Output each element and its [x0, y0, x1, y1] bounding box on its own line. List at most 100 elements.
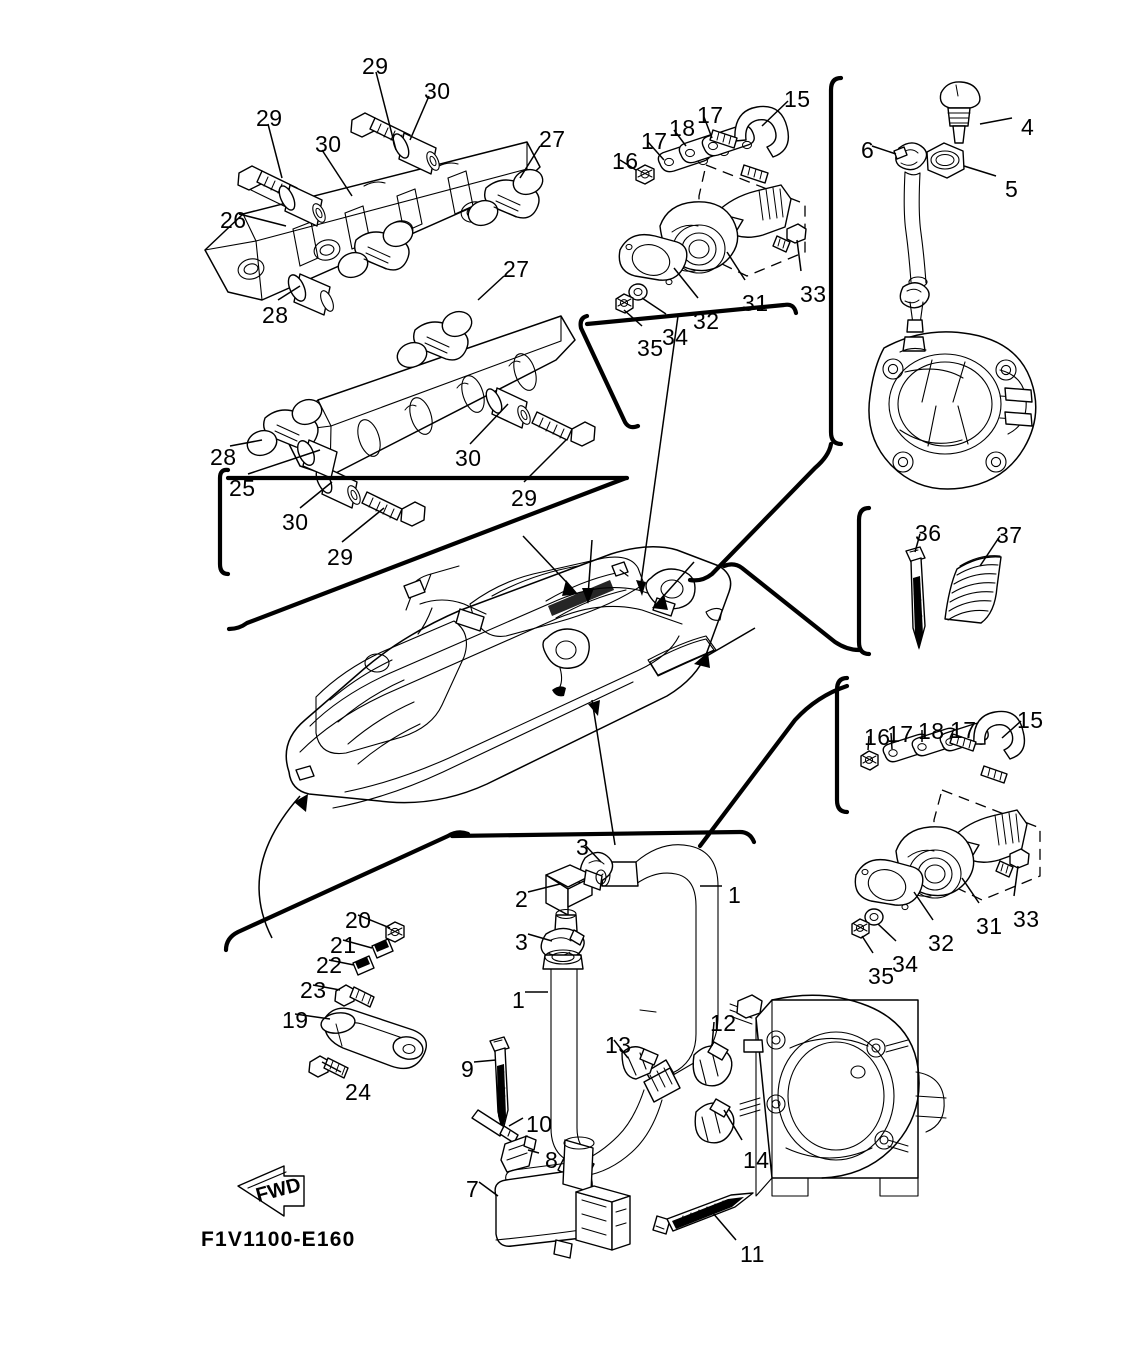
diagram-code: F1V1100-E160: [201, 1228, 356, 1251]
damper-link-27a: [467, 168, 544, 227]
callout-number: 28: [210, 444, 237, 470]
callout-number: 17: [887, 721, 914, 747]
callout-number: 3: [515, 929, 529, 955]
callout-number: 12: [710, 1010, 737, 1036]
callout-number: 7: [466, 1176, 480, 1202]
rubber-stopper-28b: [297, 439, 338, 479]
callout-number: 20: [345, 907, 372, 933]
cable-tie-11: [652, 1192, 754, 1235]
callout-number: 22: [316, 952, 343, 978]
tie-and-pad-group: [856, 505, 1002, 657]
callout-number: 1: [728, 882, 742, 908]
nut-35b: [851, 918, 870, 939]
callout-number: 34: [892, 951, 919, 977]
elbow-joint-2: [545, 864, 607, 932]
callout-number: 33: [1013, 906, 1040, 932]
callout-number: 24: [345, 1079, 372, 1105]
callout-number: 17: [950, 717, 977, 743]
damper-link-27b: [337, 220, 414, 279]
hose-clamp-13: [621, 1046, 659, 1080]
u-bolt-15b: [949, 710, 1026, 784]
damper-link-27c: [246, 398, 323, 457]
hex-nut-5: [926, 142, 965, 179]
callout-number: 36: [915, 520, 942, 546]
callout-number: 32: [928, 930, 955, 956]
callout-number: 31: [976, 913, 1003, 939]
nut-35: [615, 293, 634, 314]
ball-stud-4: [939, 81, 981, 144]
spring-pin-21: [371, 938, 394, 959]
callout-number: 29: [511, 485, 538, 511]
cable-joint-assembly-upper: [615, 105, 807, 314]
callout-number: 16: [864, 724, 891, 750]
callout-number: 5: [1005, 176, 1019, 202]
watercraft-illustration: [285, 546, 732, 809]
callout-number: 19: [282, 1007, 309, 1033]
hose-clamp-3b: [540, 927, 585, 961]
callout-number: 18: [918, 718, 945, 744]
bushing-22: [352, 955, 375, 976]
callout-number: 2: [515, 886, 529, 912]
lock-nut-16b: [860, 750, 879, 771]
callout-number: 30: [424, 78, 451, 104]
bolt-29c: [531, 411, 596, 447]
cable-tie-36: [905, 546, 926, 650]
callout-number: 11: [740, 1241, 765, 1267]
group-connector-lines: [217, 302, 862, 953]
pump-housing-upper: [868, 331, 1037, 490]
callout-leader-lines: [229, 71, 1022, 1241]
callout-number: 14: [743, 1147, 770, 1173]
callout-number: 9: [461, 1056, 475, 1082]
pump-housing-lower: [729, 994, 947, 1197]
collar-30a: [278, 184, 326, 227]
screw-33: [772, 223, 807, 253]
bolt-24: [308, 1055, 349, 1079]
collar-30b: [392, 132, 440, 175]
hose-clamp-14: [694, 1098, 735, 1144]
callout-number: 13: [605, 1032, 632, 1058]
gasket-32: [618, 233, 688, 286]
callout-number: 17: [697, 102, 724, 128]
hook-bracket-19: [320, 1007, 427, 1070]
electric-bilge-pump-7: [494, 1136, 631, 1259]
cable-tie-9: [489, 1036, 510, 1131]
callout-number: 35: [868, 963, 895, 989]
washer-34: [628, 283, 648, 301]
callout-number: 23: [300, 977, 327, 1003]
callout-number: 30: [455, 445, 482, 471]
callout-number: 34: [662, 324, 689, 350]
guide-rail-upper-assembly: [204, 112, 544, 316]
callout-number: 32: [693, 308, 720, 334]
jet-pump-group-upper: [828, 75, 1037, 490]
callout-number: 30: [315, 131, 342, 157]
callout-number: 27: [503, 256, 530, 282]
damper-link-27d: [396, 310, 473, 369]
callout-number: 30: [282, 509, 309, 535]
callout-number: 6: [861, 137, 875, 163]
nut-20: [385, 921, 405, 943]
callout-number: 18: [669, 115, 696, 141]
screw-33b: [995, 848, 1030, 878]
fwd-arrow-marker: FWD: [237, 1165, 305, 1217]
hose-holder-8: [500, 1135, 537, 1173]
callout-number: 26: [220, 207, 247, 233]
callout-number: 25: [229, 475, 256, 501]
cushion-pad-37: [944, 555, 1002, 624]
hose-clamp-mid: [899, 282, 930, 309]
callout-number: 37: [996, 522, 1023, 548]
callout-number: 1: [512, 987, 526, 1013]
callout-number: 33: [800, 281, 827, 307]
bilge-hose-assembly: [540, 844, 719, 1185]
lock-nut-16: [635, 164, 655, 185]
callout-number: 29: [362, 53, 389, 79]
hose-clamp-6: [893, 142, 928, 171]
washer-34b: [864, 908, 884, 926]
callout-number: 21: [330, 932, 357, 958]
cable-joint-assembly-lower: [851, 710, 1041, 939]
gasket-32b: [854, 858, 924, 911]
bolt-29d: [361, 491, 426, 527]
callout-number: 10: [526, 1111, 553, 1137]
callout-number: 3: [576, 834, 590, 860]
